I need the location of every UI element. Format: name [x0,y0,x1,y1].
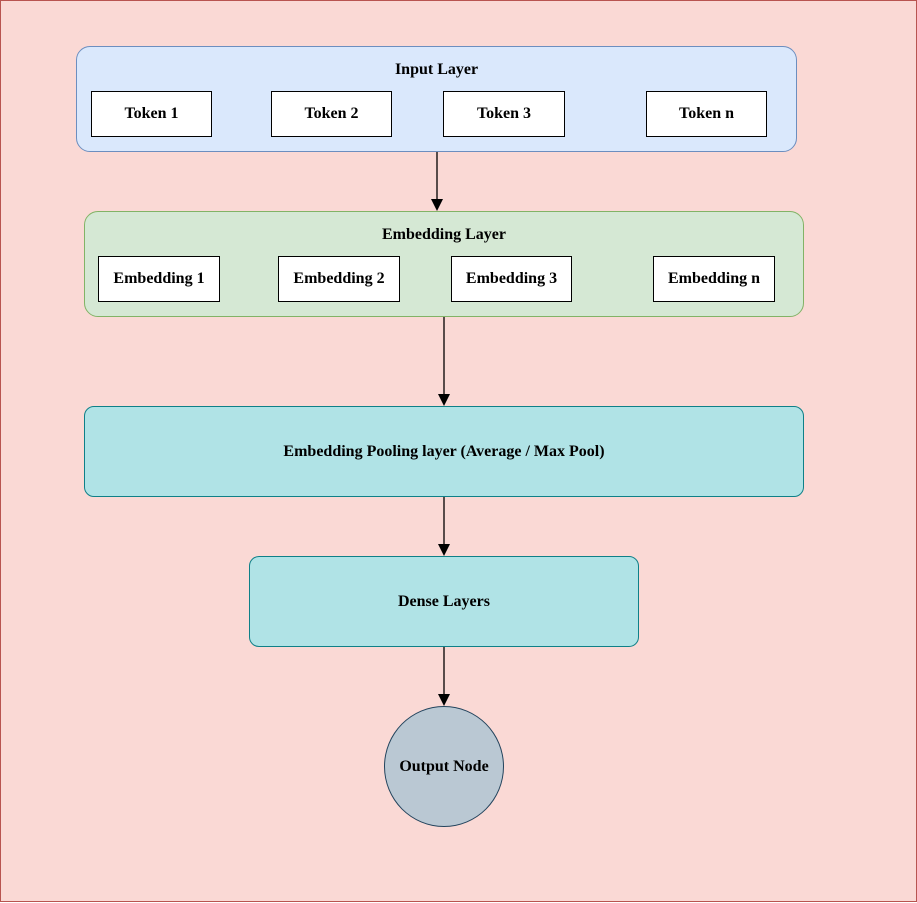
token-1-box: Token 1 [91,91,212,137]
arrowhead-input-to-embedding [431,199,443,211]
embedding-n-box: Embedding n [653,256,775,302]
token-3-box: Token 3 [443,91,565,137]
embedding-2-box: Embedding 2 [278,256,400,302]
output-node-circle: Output Node [384,706,504,827]
arrowhead-embedding-to-pooling [438,394,450,406]
arrowhead-pooling-to-dense [438,544,450,556]
arrowhead-dense-to-output [438,694,450,706]
embedding-1-box: Embedding 1 [98,256,220,302]
token-n-box: Token n [646,91,767,137]
embedding-3-box: Embedding 3 [451,256,572,302]
token-2-box: Token 2 [271,91,392,137]
pooling-layer-box: Embedding Pooling layer (Average / Max P… [84,406,804,497]
dense-layers-box: Dense Layers [249,556,639,647]
embedding-layer-title: Embedding Layer [381,226,506,243]
input-layer-title: Input Layer [394,61,479,78]
